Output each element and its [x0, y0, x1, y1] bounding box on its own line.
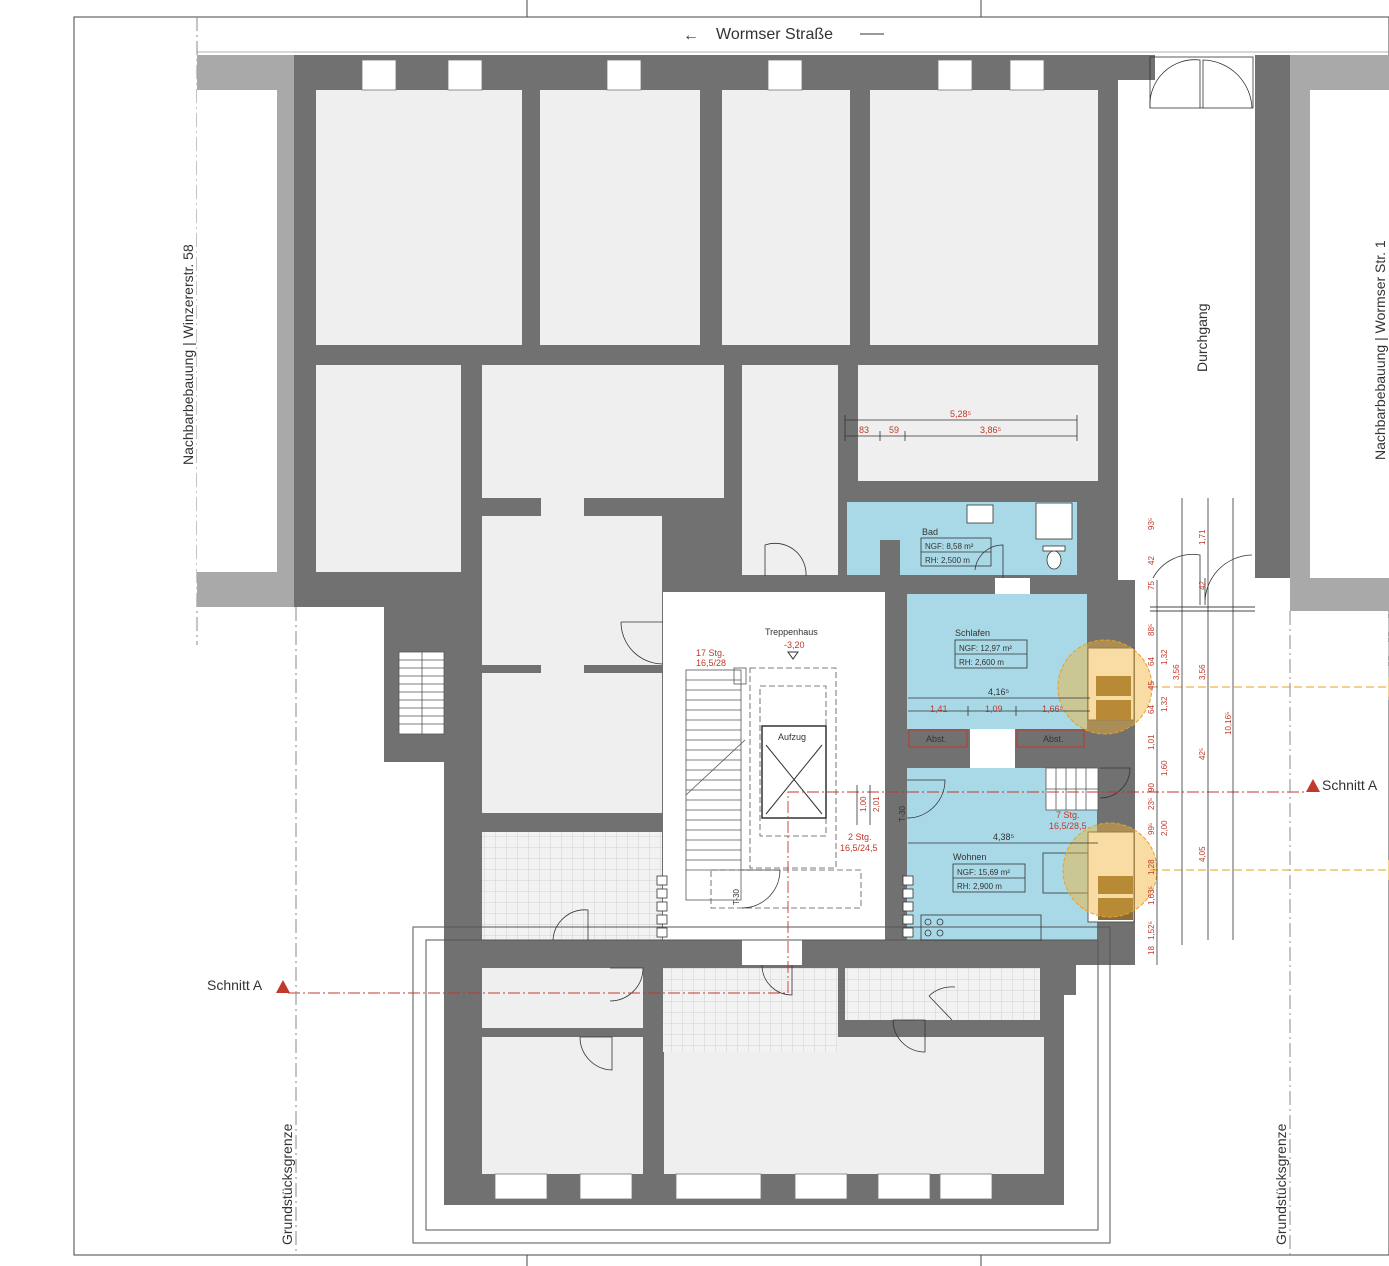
dimension-label: 4,05 [1198, 846, 1207, 862]
passage-label: Durchgang [1194, 304, 1210, 373]
dim-v1: 1,00 [859, 796, 868, 812]
main-stair-count: 17 Stg. [696, 648, 725, 658]
side-stair [398, 651, 445, 735]
main-stair [685, 667, 747, 901]
dimension-label: 10,16⁵ [1224, 712, 1233, 735]
tiled-area-2 [663, 968, 838, 1052]
dim-schlafen-w: 4,16⁵ [988, 687, 1010, 697]
dimension-label: 75 [1147, 581, 1156, 590]
unit-stair [1045, 767, 1099, 811]
rear-windows [494, 1173, 993, 1200]
door-t30-a: T-30 [898, 805, 907, 822]
dimension-label: 99⁵ [1147, 823, 1156, 835]
unit-window-lower [1062, 822, 1158, 923]
dim-top-total: 5,28⁵ [950, 409, 972, 419]
bad-ngf: NGF: 8,58 m² [925, 542, 974, 551]
section-line [288, 791, 1306, 994]
dimension-label: 1,28 [1147, 859, 1156, 875]
dimension-label: 23⁵ [1147, 798, 1156, 810]
bath-fixtures [966, 502, 1073, 570]
dimension-label: 1,32 [1160, 696, 1169, 712]
dimension-label: 1,32 [1160, 649, 1169, 665]
dimension-label: 1,71 [1198, 529, 1207, 545]
dimension-label: 1,01 [1147, 734, 1156, 750]
passage-area [1118, 80, 1255, 580]
unit-stair-count: 7 Stg. [1056, 810, 1080, 820]
abst-storage [908, 729, 1085, 748]
door-t30-b: T-30 [732, 888, 741, 905]
dimension-label: 93⁵ [1147, 518, 1156, 530]
abst-2-label: Abst. [1043, 734, 1064, 744]
dimension-chains [1156, 498, 1234, 965]
wohnen-rh: RH: 2,900 m [957, 882, 1002, 891]
neighbor-building-left [197, 55, 297, 607]
small-stair-ratio: 16,5/24,5 [840, 843, 878, 853]
main-stair-ratio: 16,5/28 [696, 658, 726, 668]
dimension-label: 1,60 [1160, 760, 1169, 776]
dimension-label: 1,63⁵ [1147, 886, 1156, 905]
dim-top-a: 83 [859, 425, 869, 435]
dimension-label: 42 [1198, 581, 1207, 590]
bad-name: Bad [922, 527, 938, 537]
dim-chain-col4: 1,71 42 3,56 42⁵ 4,05 [1198, 529, 1207, 862]
dimension-label: 3,56 [1198, 664, 1207, 680]
schlafen-rh: RH: 2,600 m [959, 658, 1004, 667]
dim-v2: 2,01 [872, 796, 881, 812]
dimension-label: 90 [1147, 783, 1156, 792]
schlafen-name: Schlafen [955, 628, 990, 638]
dimension-label: 1,52⁵ [1147, 921, 1156, 940]
dim-chain-col2: 1,32 1,32 1,60 2,00 [1160, 649, 1169, 836]
property-line-right: Grundstücksgrenze [1273, 1123, 1289, 1245]
dim-schlafen-a: 1,41 [930, 704, 948, 714]
section-label-right: Schnitt A [1322, 777, 1378, 793]
tiled-area-1 [482, 832, 662, 940]
bad-rh: RH: 2,500 m [925, 556, 970, 565]
stairwell-title: Treppenhaus [765, 627, 818, 637]
dimension-label: 42 [1147, 556, 1156, 565]
street-label: Wormser Straße [716, 26, 833, 43]
unit-window-upper [1057, 639, 1153, 735]
section-label-left: Schnitt A [207, 977, 263, 993]
dim-wohnen-w: 4,38⁵ [993, 832, 1015, 842]
neighbor-building-right [1290, 55, 1389, 611]
neighbor-right-label: Nachbarbebauung | Wormser Str. 1 [1372, 240, 1388, 460]
dim-schlafen-c: 1,66⁵ [1042, 704, 1064, 714]
doors [552, 56, 1254, 1071]
small-stair-count: 2 Stg. [848, 832, 872, 842]
abst-1-label: Abst. [926, 734, 947, 744]
elevator-label: Aufzug [778, 732, 806, 742]
dim-chain-col1: 93⁵ 42 75 88⁵ 64 45 64 1,01 90 23⁵ 99⁵ 1,28 1,63⁵ 1,5… [1147, 518, 1156, 955]
dimension-label: 64 [1147, 657, 1156, 666]
street-windows [361, 59, 1045, 91]
schlafen-ngf: NGF: 12,97 m² [959, 644, 1012, 653]
vent-shafts [656, 875, 914, 938]
wohnen-ngf: NGF: 15,69 m² [957, 868, 1010, 877]
elevator [761, 725, 827, 819]
section-marker-right [1306, 779, 1320, 792]
dimension-label: 18 [1147, 946, 1156, 955]
property-line-left: Grundstücksgrenze [279, 1123, 295, 1245]
dimension-label: 42⁵ [1198, 748, 1207, 760]
dimension-label: 88⁵ [1147, 624, 1156, 636]
dimension-label: 45 [1147, 681, 1156, 690]
dim-top-c: 3,86⁵ [980, 425, 1002, 435]
stairwell-level: -3,20 [784, 640, 805, 650]
street-arrow: ← [683, 27, 699, 44]
unit-stair-ratio: 16,5/28,5 [1049, 821, 1087, 831]
wohnen-name: Wohnen [953, 852, 986, 862]
dimension-label: 64 [1147, 705, 1156, 714]
dim-chain-col5: 10,16⁵ [1224, 712, 1233, 735]
dim-schlafen-b: 1,09 [985, 704, 1003, 714]
tiled-area-3 [845, 968, 1040, 1020]
section-marker-left [276, 980, 290, 993]
dim-chain-col3: 3,56 [1172, 664, 1181, 680]
dim-top-b: 59 [889, 425, 899, 435]
neighbor-left-label: Nachbarbebauung | Winzererstr. 58 [180, 244, 196, 465]
dimension-label: 2,00 [1160, 820, 1169, 836]
dimension-label: 3,56 [1172, 664, 1181, 680]
